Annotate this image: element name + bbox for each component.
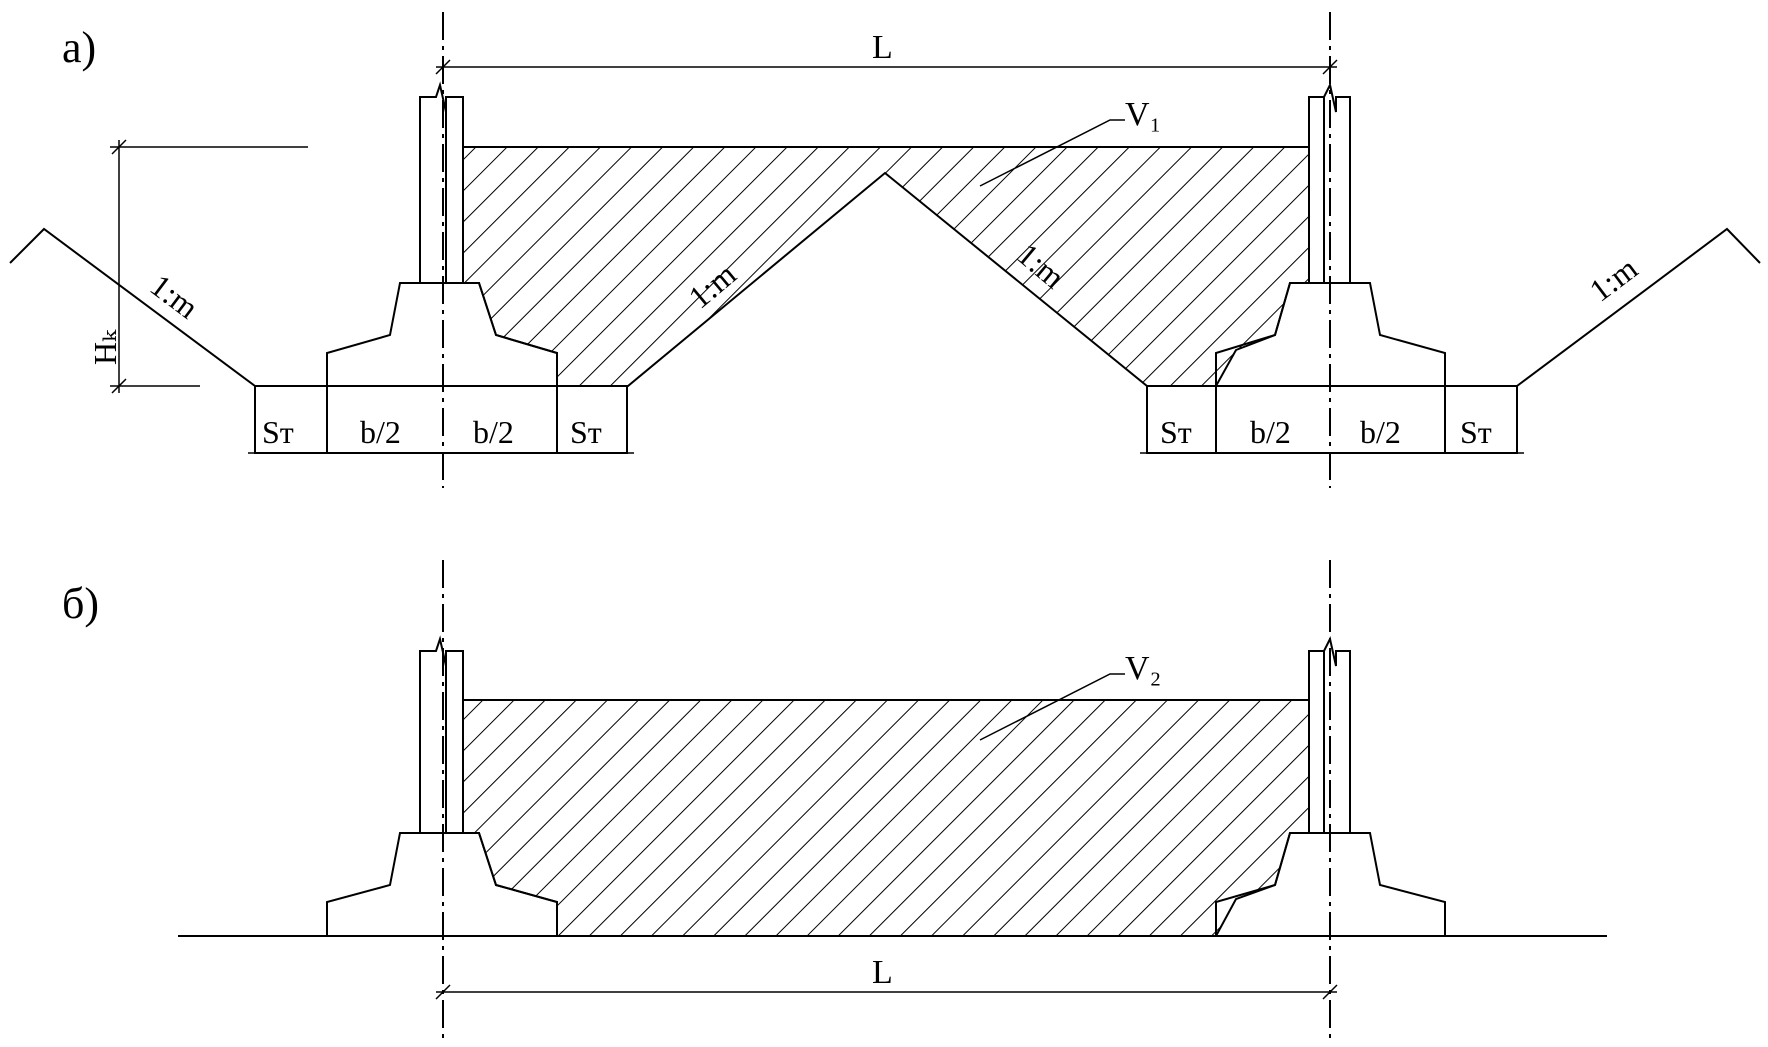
left-foundation-b (326, 635, 558, 936)
span-label: L (872, 29, 893, 66)
volume-v1-label: V₁ (1125, 96, 1161, 133)
volume-v2-leader (979, 673, 1125, 741)
panel-b-label: б) (62, 579, 99, 628)
dim-label-3: b/2 (473, 414, 514, 450)
dim-label-2: b/2 (360, 414, 401, 450)
span-tick-right-b (1322, 984, 1338, 1000)
span-tick-left-b (435, 984, 451, 1000)
panel-b: б) V₂ L (62, 560, 1607, 1040)
left-foundation (254, 81, 628, 454)
dim-label-8: Sт (1460, 414, 1492, 450)
height-tick-top (111, 139, 127, 155)
dim-label-6: b/2 (1250, 414, 1291, 450)
panel-a: а) L 1:m Hₖ 1:m (9, 12, 1761, 488)
volume-v1-region (462, 146, 1310, 387)
volume-v2-region (462, 699, 1310, 937)
span-label-b: L (872, 954, 893, 991)
right-foundation (1146, 82, 1518, 454)
span-tick-left (435, 59, 451, 75)
height-label: Hₖ (87, 329, 123, 365)
slope-label-outer-right: 1:m (1583, 250, 1645, 309)
span-tick-right (1322, 59, 1338, 75)
dim-label-7: b/2 (1360, 414, 1401, 450)
height-tick-bottom (111, 378, 127, 394)
panel-a-label: а) (62, 23, 96, 72)
right-foundation-b (1215, 636, 1446, 936)
dim-label-1: Sт (262, 414, 294, 450)
dim-label-5: Sт (1160, 414, 1192, 450)
left-slope (9, 227, 256, 387)
right-slope (1516, 227, 1761, 387)
volume-v1-leader (979, 119, 1125, 187)
dim-label-4: Sт (570, 414, 602, 450)
volume-v2-label: V₂ (1125, 650, 1161, 687)
slope-label-outer-left: 1:m (144, 267, 206, 326)
